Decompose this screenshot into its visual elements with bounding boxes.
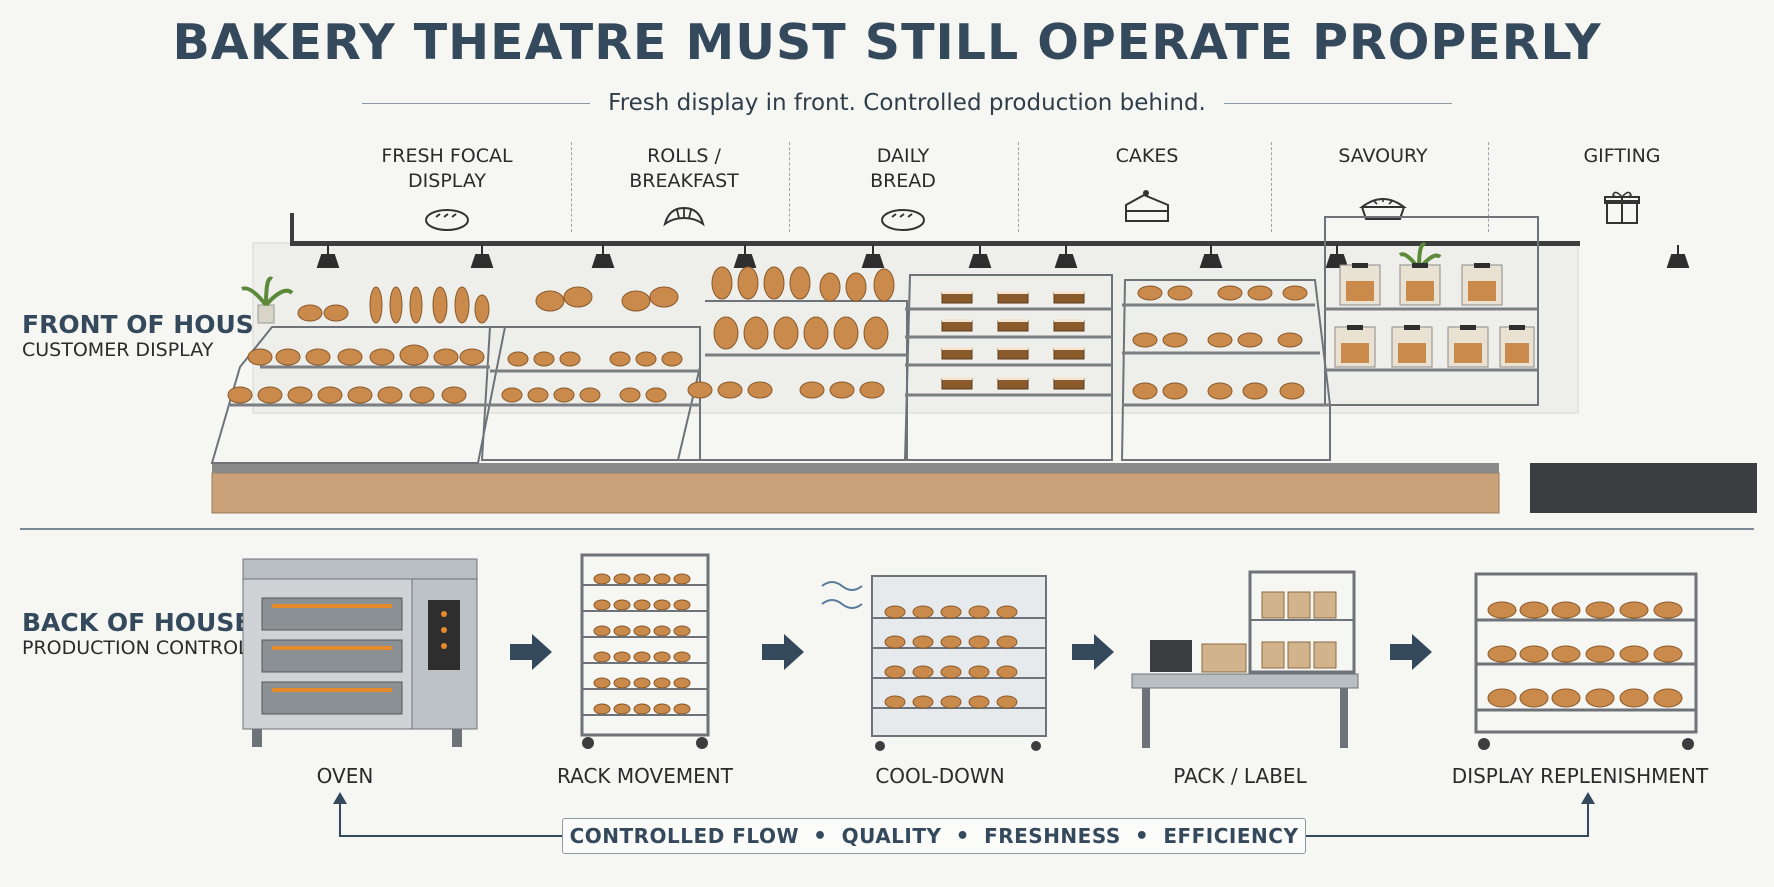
arrow-right-icon [762,634,804,670]
flow-item: FRESHNESS [984,824,1121,848]
back-subheading: PRODUCTION CONTROL [22,637,249,659]
flow-summary-box: CONTROLLED FLOW • QUALITY • FRESHNESS • … [562,818,1306,854]
front-counter-illustration [210,213,1757,514]
zone-savoury: SAVOURY [1303,144,1463,232]
zone-label-line2: BREAD [870,170,936,192]
zone-divider [1271,142,1272,232]
front-subheading: CUSTOMER DISPLAY [22,339,214,361]
pie-icon [1359,198,1407,220]
potted-plant [241,276,294,324]
zone-divider [1488,142,1489,232]
front-heading: FRONT OF HOUSE: [22,310,281,339]
zone-label-line1: DAILY [876,145,930,167]
cake-slice-icon [1125,190,1169,222]
flow-item: EFFICIENCY [1163,824,1299,848]
arrow-right-icon [1390,634,1432,670]
display-trolley-icon [1474,572,1698,750]
arrow-right-icon [510,634,552,670]
zone-label-line2: BREAKFAST [629,170,739,192]
flow-separator: • [955,823,971,849]
page-title: BAKERY THEATRE MUST STILL OPERATE PROPER… [172,14,1602,71]
zone-gifting: GIFTING [1542,144,1702,232]
flow-separator: • [813,823,828,849]
cooling-cabinet-icon [821,575,1047,751]
cakes [941,291,1085,390]
zone-label-line1: ROLLS / [647,145,721,167]
zone-daily-bread: DAILY BREAD [823,144,983,243]
zone-divider [1018,142,1019,232]
arrow-right-icon [1072,634,1114,670]
subtitle-rule-left [362,102,591,104]
step-label-display-replenishment: DISPLAY REPLENISHMENT [1451,764,1709,788]
step-label-rack-movement: RACK MOVEMENT [557,764,733,788]
step-label-oven: OVEN [316,764,374,788]
pendant-lamps [316,245,1690,268]
zone-label-line1: SAVOURY [1338,145,1428,167]
gift-icon [1604,191,1640,224]
zone-divider [789,142,790,232]
zone-rolls-breakfast: ROLLS / BREAKFAST [604,144,764,243]
glass-display-cases [210,216,1539,464]
zone-label-line1: GIFTING [1583,145,1661,167]
bakery-rack-icon [580,553,710,749]
bread-products [227,266,1308,404]
section-separator [20,528,1754,530]
ceiling-rail [290,241,1580,246]
zone-label-line2: DISPLAY [408,170,486,192]
back-of-house-label: BACK OF HOUSE: PRODUCTION CONTROL [22,608,261,659]
step-label-pack-label: PACK / LABEL [1173,764,1307,788]
gifting-base [1530,463,1757,513]
zone-label-line1: FRESH FOCAL [381,145,513,167]
zone-divider [571,142,572,232]
packing-station-icon [1131,570,1359,748]
subtitle-row: Fresh display in front. Controlled produ… [362,86,1453,120]
counter-base-wood [211,472,1500,514]
step-label-cool-down: COOL-DOWN [875,764,1005,788]
back-heading: BACK OF HOUSE: [22,608,262,637]
front-of-house-label: FRONT OF HOUSE: CUSTOMER DISPLAY [22,310,281,361]
oven-icon [242,558,478,747]
counter-top-edge [212,463,1499,473]
bread-loaf-icon [425,209,469,231]
flow-item: QUALITY [841,824,942,848]
subtitle-rule-right [1223,102,1453,104]
croissant-icon [663,206,705,227]
flow-loop-arrows [333,792,1595,837]
zone-label-line1: CAKES [1115,145,1179,167]
rail-post [290,213,294,245]
zone-cakes: CAKES [1067,144,1227,232]
subtitle: Fresh display in front. Controlled produ… [608,90,1206,116]
flow-item: CONTROLLED FLOW [569,824,800,848]
gift-bags [1334,263,1535,368]
zone-fresh-focal: FRESH FOCAL DISPLAY [367,144,527,243]
flow-separator: • [1134,823,1150,849]
display-shelves [230,303,1538,407]
bread-loaf-icon [881,209,925,231]
